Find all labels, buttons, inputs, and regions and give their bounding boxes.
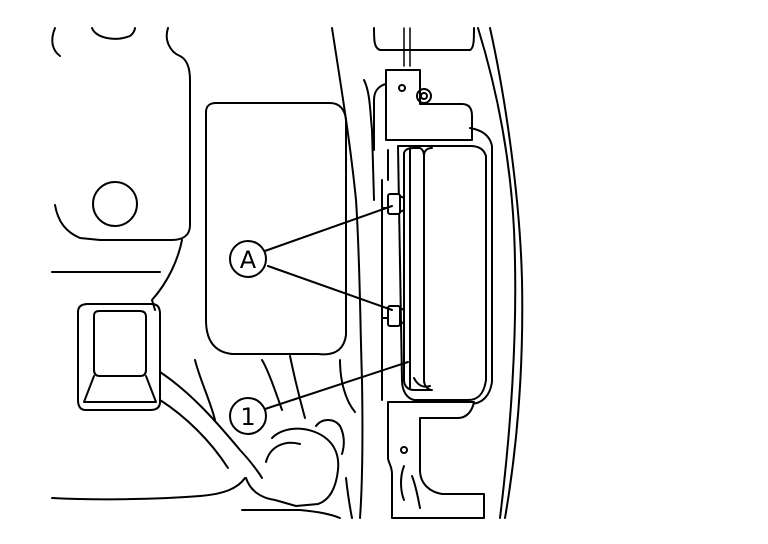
- nut-lower: [387, 305, 401, 327]
- ecm-unit: [397, 127, 493, 405]
- callout-1-label: 1: [240, 403, 255, 431]
- left-body-panel: [51, 27, 246, 501]
- bottom-bracket: [387, 401, 485, 519]
- bracket-bolt-bottom: [400, 446, 408, 454]
- square-grommet: [77, 303, 161, 411]
- callout-1: 1: [229, 397, 267, 435]
- center-panel: [205, 102, 347, 356]
- mounting-hole: [92, 181, 138, 227]
- top-bracket: [373, 69, 473, 151]
- callout-a: A: [229, 240, 267, 278]
- leader-1: [261, 361, 409, 411]
- mounting-nuts: [381, 149, 405, 401]
- bracket-bolt-top: [398, 84, 406, 92]
- nut-upper: [387, 193, 401, 215]
- right-pillar: [331, 27, 524, 519]
- leader-a-upper: [261, 205, 393, 253]
- leader-lines: [261, 205, 409, 411]
- lower-structure: [159, 355, 356, 519]
- leader-a-lower: [267, 265, 393, 311]
- callout-a-label: A: [240, 246, 257, 274]
